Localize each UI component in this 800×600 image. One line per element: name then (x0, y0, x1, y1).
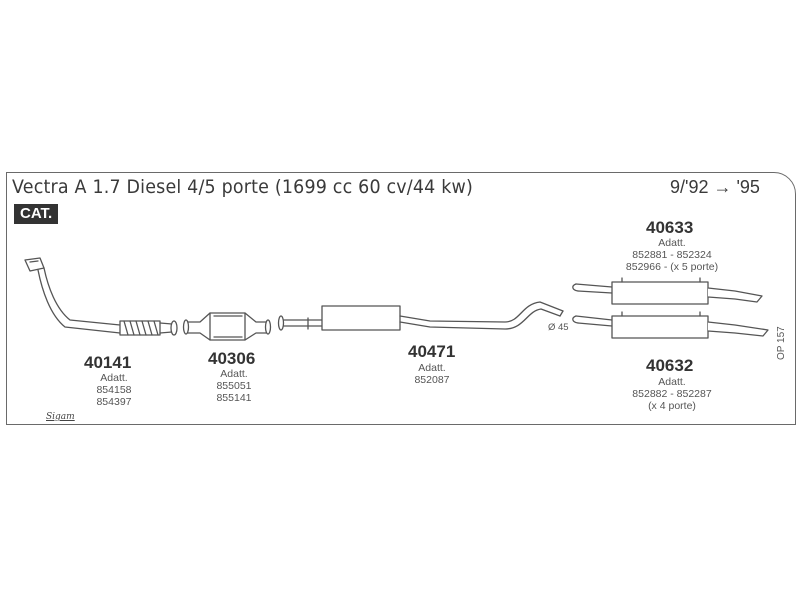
side-code: OP 157 (776, 326, 787, 360)
part-ref: 852882 - 852287 (632, 388, 712, 400)
cat-badge: CAT. (14, 204, 59, 224)
part-ref: 855141 (216, 392, 252, 404)
brand-logo: Sigam (46, 412, 75, 422)
part-code-40306: 40306 (208, 349, 256, 368)
rear-silencer-40632 (572, 311, 769, 339)
part-ref: (x 4 porte) (648, 400, 696, 412)
rear-silencer-40633 (572, 277, 763, 305)
part-code-40633: 40633 (646, 218, 694, 237)
part-adapt-label: Adatt. (418, 362, 446, 374)
part-ref: 854158 (96, 384, 132, 396)
part-ref: 852881 - 852324 (632, 249, 712, 261)
diameter-label: Ø 45 (548, 322, 569, 333)
part-code-40632: 40632 (646, 356, 694, 375)
middle-silencer-40471 (277, 301, 564, 331)
part-ref: 854397 (96, 396, 132, 408)
vehicle-title: Vectra A 1.7 Diesel 4/5 porte (1699 cc 6… (12, 176, 474, 198)
part-adapt-label: Adatt. (100, 372, 128, 384)
part-ref: 855051 (216, 380, 252, 392)
part-adapt-label: Adatt. (220, 368, 248, 380)
catalytic-converter-40306 (182, 312, 272, 341)
part-adapt-label: Adatt. (658, 376, 686, 388)
part-code-40141: 40141 (84, 353, 132, 372)
part-ref: 852087 (414, 374, 450, 386)
part-code-40471: 40471 (408, 342, 456, 361)
front-pipe-40141 (24, 257, 178, 336)
part-adapt-label: Adatt. (658, 237, 686, 249)
model-years: 9/'92 → '95 (670, 177, 760, 197)
part-ref: 852966 - (x 5 porte) (625, 261, 719, 273)
